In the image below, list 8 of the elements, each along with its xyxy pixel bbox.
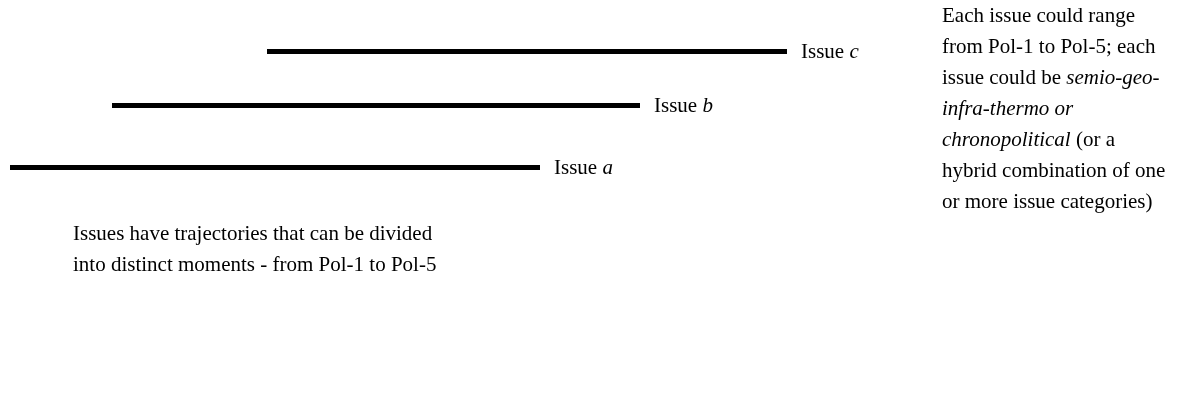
- trajectory-bar: [112, 103, 640, 108]
- issue-label: Issue c: [801, 39, 859, 63]
- issue-label: Issue a: [554, 155, 613, 179]
- trajectory-bar: [10, 165, 540, 170]
- issue-label: Issue b: [654, 93, 713, 117]
- trajectory-bar: [267, 49, 787, 54]
- note-text: Each issue could range from Pol-1 to Pol-5; each issue could be semio-geo- infra-thermo or chronopolitical (or a hybrid combination of one or more issue categories): [942, 2, 1167, 215]
- note-text: Issues have trajectories that can be divided into distinct moments - from Pol-1 to Pol-5: [73, 220, 438, 278]
